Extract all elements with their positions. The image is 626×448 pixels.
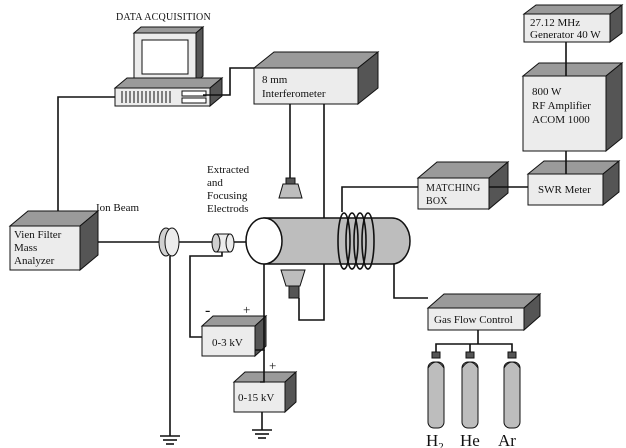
amplifier-label-line2: RF Amplifier — [532, 100, 591, 112]
wiring — [57, 42, 567, 436]
gas-bottle-he — [461, 351, 479, 429]
data-acquisition-label: DATA ACQUISITION — [116, 12, 211, 23]
gas-bottle-ar — [503, 351, 521, 429]
generator-box — [522, 4, 624, 43]
matching-box-label-line2: BOX — [426, 196, 448, 207]
extracted-label-line3: Focusing — [207, 190, 248, 202]
drive-bay — [181, 97, 207, 104]
wien-filter-label-line1: Vien Filter — [14, 229, 62, 241]
psu-0-15kv-box — [232, 370, 298, 414]
gas-h2-symbol: H — [426, 431, 438, 448]
matching-box-label-line1: MATCHING — [426, 183, 480, 194]
extracted-label-line1: Extracted — [207, 164, 250, 176]
plus-sign: + — [269, 358, 276, 373]
ground-symbol — [160, 435, 180, 445]
rf-coil — [337, 212, 375, 270]
wien-filter-box — [8, 209, 100, 272]
ground-symbol — [252, 429, 272, 439]
extracted-label-line4: Electrods — [207, 203, 249, 215]
swr-meter-label: SWR Meter — [538, 184, 591, 196]
gas-ar-label: Ar — [498, 431, 516, 448]
psu-small-label: 0-3 kV — [212, 337, 243, 349]
interferometer-label-line1: 8 mm — [262, 74, 288, 86]
microwave-horn-lower — [280, 269, 306, 299]
swr-meter-box — [526, 159, 621, 207]
gas-bottle-h2 — [427, 351, 445, 429]
plasma-tube — [245, 217, 411, 265]
minus-sign: - — [205, 302, 210, 319]
wien-filter-label-line2: Mass — [14, 242, 37, 254]
amplifier-label-line3: ACOM 1000 — [532, 114, 590, 126]
generator-label-line1: 27.12 MHz — [530, 17, 580, 29]
interferometer-box — [252, 50, 380, 106]
generator-label-line2: Generator 40 W — [530, 29, 601, 41]
gas-he-label: He — [460, 431, 480, 448]
extraction-electrode — [211, 233, 235, 253]
amplifier-label-line1: 800 W — [532, 86, 562, 98]
gas-flow-control-label: Gas Flow Control — [434, 314, 513, 326]
ion-beam-ring — [158, 227, 180, 257]
gas-h2-subscript: 2 — [438, 441, 444, 448]
wien-filter-label-line3: Analyzer — [14, 255, 55, 267]
microwave-horn-upper — [278, 177, 303, 199]
extracted-label-line2: and — [207, 177, 223, 189]
ion-beam-label: Ion Beam — [96, 202, 140, 214]
psu-large-label: 0-15 kV — [238, 392, 274, 404]
vent-grille — [121, 91, 171, 103]
plus-sign: + — [243, 302, 250, 317]
drive-bay — [181, 90, 207, 97]
interferometer-label-line2: Interferometer — [262, 88, 326, 100]
matching-box — [416, 160, 510, 211]
gas-h2-label: H2 — [426, 431, 444, 448]
amplifier-box — [521, 61, 624, 153]
gas-flow-control-box — [426, 292, 542, 332]
computer — [113, 25, 224, 108]
